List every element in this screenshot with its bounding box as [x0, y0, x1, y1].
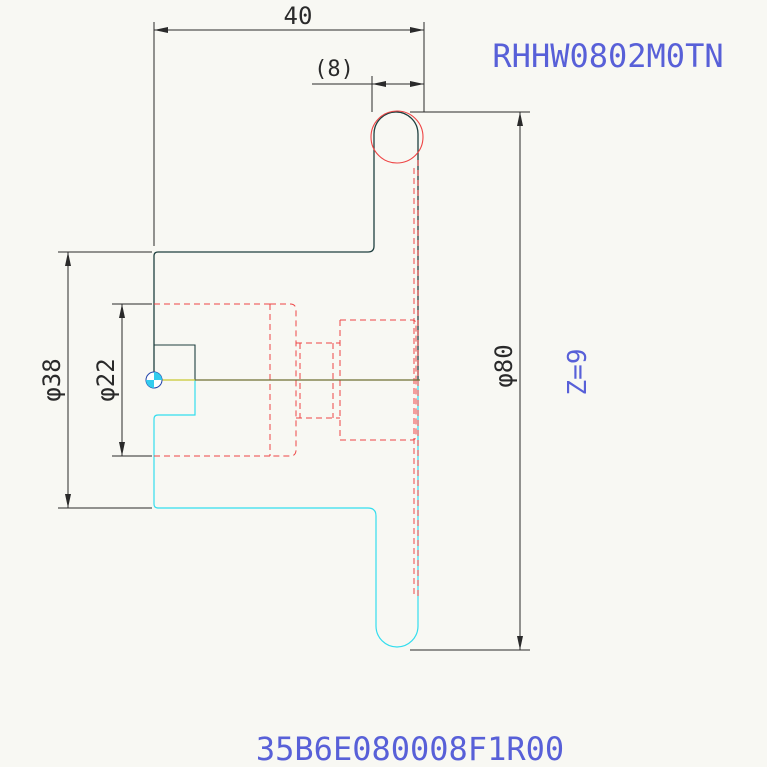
origin-marker-icon	[145, 371, 163, 389]
drawing-number: 35B6E080008F1R00	[256, 730, 564, 767]
dim-diameter-22: φ22	[92, 358, 120, 401]
part-outline-upper	[153, 111, 419, 380]
tip-circle	[370, 110, 424, 164]
dim-diameter-38: φ38	[38, 358, 66, 401]
dim-tip-offset: (8)	[314, 57, 354, 82]
keyway-upper	[154, 344, 196, 380]
part-code: RHHW0802M0TN	[492, 37, 723, 75]
dimension-arrows	[65, 27, 523, 650]
dim-overall-length: 40	[284, 2, 313, 30]
dimension-lines	[58, 22, 530, 651]
dim-diameter-80: φ80	[490, 344, 518, 387]
part-outline-lower	[153, 380, 419, 648]
teeth-note: Z=9	[563, 349, 593, 396]
